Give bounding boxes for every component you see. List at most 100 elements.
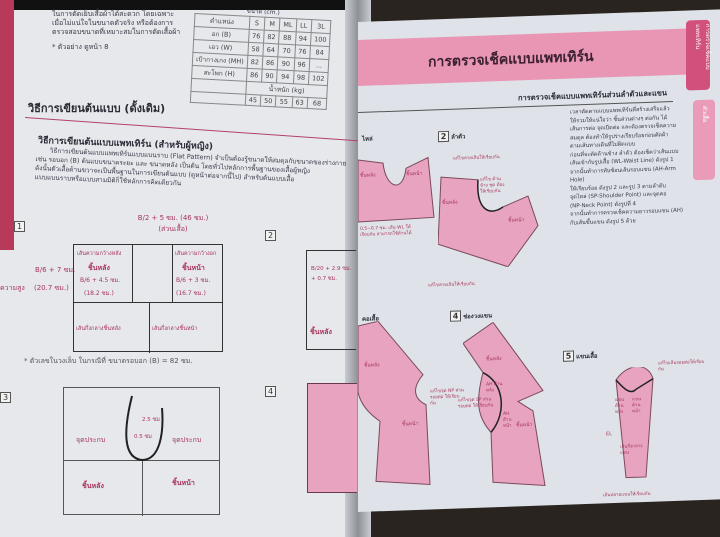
back-value: (18.2 ซม.) [84,290,114,297]
grid-line [172,245,173,302]
table-header: S [248,16,265,31]
left-page [0,0,362,537]
fig-note: เส้นปลายแขนให้เรียบกัน [603,491,651,499]
table-cell: 82 [263,30,280,44]
front-piece-label: ชิ้นหน้า [182,264,205,272]
fig2-formula: B/20 + 2.9 ซม. [311,266,352,272]
back-width-line-label: เส้นความกว้างหลัง [77,251,122,257]
figure-number: 4 [265,386,276,397]
match-point-label: จุดประกบ [172,436,202,444]
grid-line [132,245,133,302]
table-cell: 90 [261,69,278,83]
reference-note: * ตัวอย่าง ดูหน้า 8 [52,43,109,51]
back-piece-label: ชิ้นหลัง [486,355,502,363]
side-tab[interactable]: การตรวจเช็คแบบแพทเทิร์น [686,19,711,91]
fig-note: แก้ไขจุด SP ส่วนรอยต่อ ให้เรียบกัน [458,397,494,410]
fig-heading: 5 แขนเสื้อ [563,350,597,362]
fig2-frame: B/20 + 2.9 ซม. + 0.7 ซม. [306,250,356,350]
figure-number: 1 [14,221,25,232]
table-cell: 100 [310,32,331,47]
table-cell: 86 [246,68,263,83]
front-piece-label: ชิ้นหน้า [172,479,195,487]
table-cell: 76 [294,44,311,59]
height-formula: B/6 + 7 ซม. [35,266,76,274]
fig-label: ลำตัว [451,133,466,141]
fig3-value: 0.5 ซม [134,434,152,440]
size-table: ขนาด (cm.) ตำแหน่ง S M ML LL 3L อก (B)76… [190,4,332,110]
table-cell: 94 [276,69,294,84]
table-header: 3L [310,19,332,34]
table-cell: 50 [260,95,277,107]
table-cell: 96 [293,57,310,72]
figure-number: 5 [563,350,574,362]
fig-label: ไหล่ [362,135,373,143]
table-cell [190,91,246,106]
fig-note: แก้ไขลายเส้นให้เรียบกัน [428,281,475,289]
fig4-pattern [307,383,357,493]
front-piece-label: ชิ้นหน้า [508,217,525,224]
table-cell: 45 [245,94,261,107]
back-piece-label: ชิ้นหลัง [88,264,110,272]
right-body-text: เวลาตัดตามแบบแพทเทิร์นที่สร้างเสร็จแล้ว … [570,104,690,227]
neckline-pattern [358,320,431,486]
grid-line [142,460,143,516]
table-cell: 102 [308,71,329,86]
table-cell: 90 [277,56,295,71]
text-line: เมื่อไม่แน่ใจในขนาดตัวจริง หรือต้องการ [52,19,174,27]
front-value: (16.7 ซม.) [176,290,206,297]
side-tab-label: การตรวจเช็คแบบแพทเทิร์น [694,23,711,70]
el-label: EL [606,431,612,438]
figure-number: 4 [450,310,461,322]
figure-number: 2 [438,130,449,143]
table-cell: 64 [262,43,279,57]
sleeve-center-label: เส้นกึ่งกลางแขน [620,444,643,456]
table-cell: 94 [295,31,311,46]
fig1-frame: เส้นความกว้างหลัง เส้นความกว้างอก ชิ้นหล… [73,244,223,353]
table-cell: 55 [275,95,293,108]
back-piece-label: ชิ้นหลัง [364,362,380,369]
front-piece-label: ชิ้นหน้า [516,421,533,429]
front-width-line-label: เส้นความกว้างอก [175,251,217,257]
text-line: ในการตัดเย็บเสื้อผ้าได้สะดวก โดยเฉพาะ [52,10,174,18]
body-pattern [438,176,539,268]
sleeve-back-label: แขน ด้าน หลัง [615,397,625,416]
height-label: ความสูง [0,284,25,292]
table-cell: 58 [247,42,264,57]
fig3-value: 2.5 ซม [142,417,160,423]
fig-note: แก้ไข ด้านข้าง ชุด ต้อง ให้เรียบกัน [480,177,505,195]
left-page-edge-tab [0,0,14,250]
shoulder-pattern [358,156,435,223]
table-cell: 70 [278,43,296,58]
fig1-footnote: * ตัวเลขในวงเล็บ ในกรณีที่ ขนาดรอบอก (B)… [24,357,193,365]
back-piece-label: ชิ้นหลัง [360,172,376,179]
back-piece-label: ชิ้นหลัง [310,328,332,336]
intro-text: ในการตัดเย็บเสื้อผ้าได้สะดวก โดยเฉพาะ เม… [52,10,202,52]
fig-note: 0.5~0.7 ซม. เส้น WL ให้เรียบกัน สามารถใช… [360,225,412,238]
armhole-pattern [463,321,546,487]
side-tab-lower[interactable]: ตัวเสื้อ [693,99,715,181]
sleeve-front-label: แขน ด้าน หน้า [632,397,642,415]
back-piece-label: ชิ้นหลัง [442,199,458,207]
table-cell: 82 [246,55,263,70]
front-piece-label: ชิ้นหน้า [406,170,423,178]
front-formula: B/6 + 3 ซม. [176,277,211,284]
fig-heading: ไหล่ [362,133,373,143]
width-note: (ส่วนเสื้อ) [158,225,188,233]
front-piece-label: ชิ้นหน้า [402,420,419,428]
back-center-line-label: เส้นกึ่งกลางชิ้นหลัง [76,326,121,332]
figure-number: 2 [265,230,276,241]
table-header: LL [295,18,312,33]
fig-note: แก้ไขเส้นรอยต่อให้เรียบกัน [658,359,705,373]
match-point-label: จุดประกบ [76,436,106,444]
table-cell: 98 [292,70,309,85]
ah-back-label: AH ด้านหลัง [486,381,503,394]
height-value: (20.7 ซม.) [34,284,69,292]
table-cell: 86 [262,56,279,70]
ah-front-label: AH ด้านหน้า [503,411,512,429]
fig-label: แขนเสื้อ [576,352,598,361]
table-cell: 88 [278,30,296,45]
fig1-width: B/2 + 5 ซม. (46 ซม.) (ส่วนเสื้อ) [118,213,228,235]
fig-label: ช่องวงแขน [463,312,493,321]
right-page: การตรวจเช็คแบบแพทเทิร์น การตรวจเช็คแบบแพ… [358,9,720,513]
